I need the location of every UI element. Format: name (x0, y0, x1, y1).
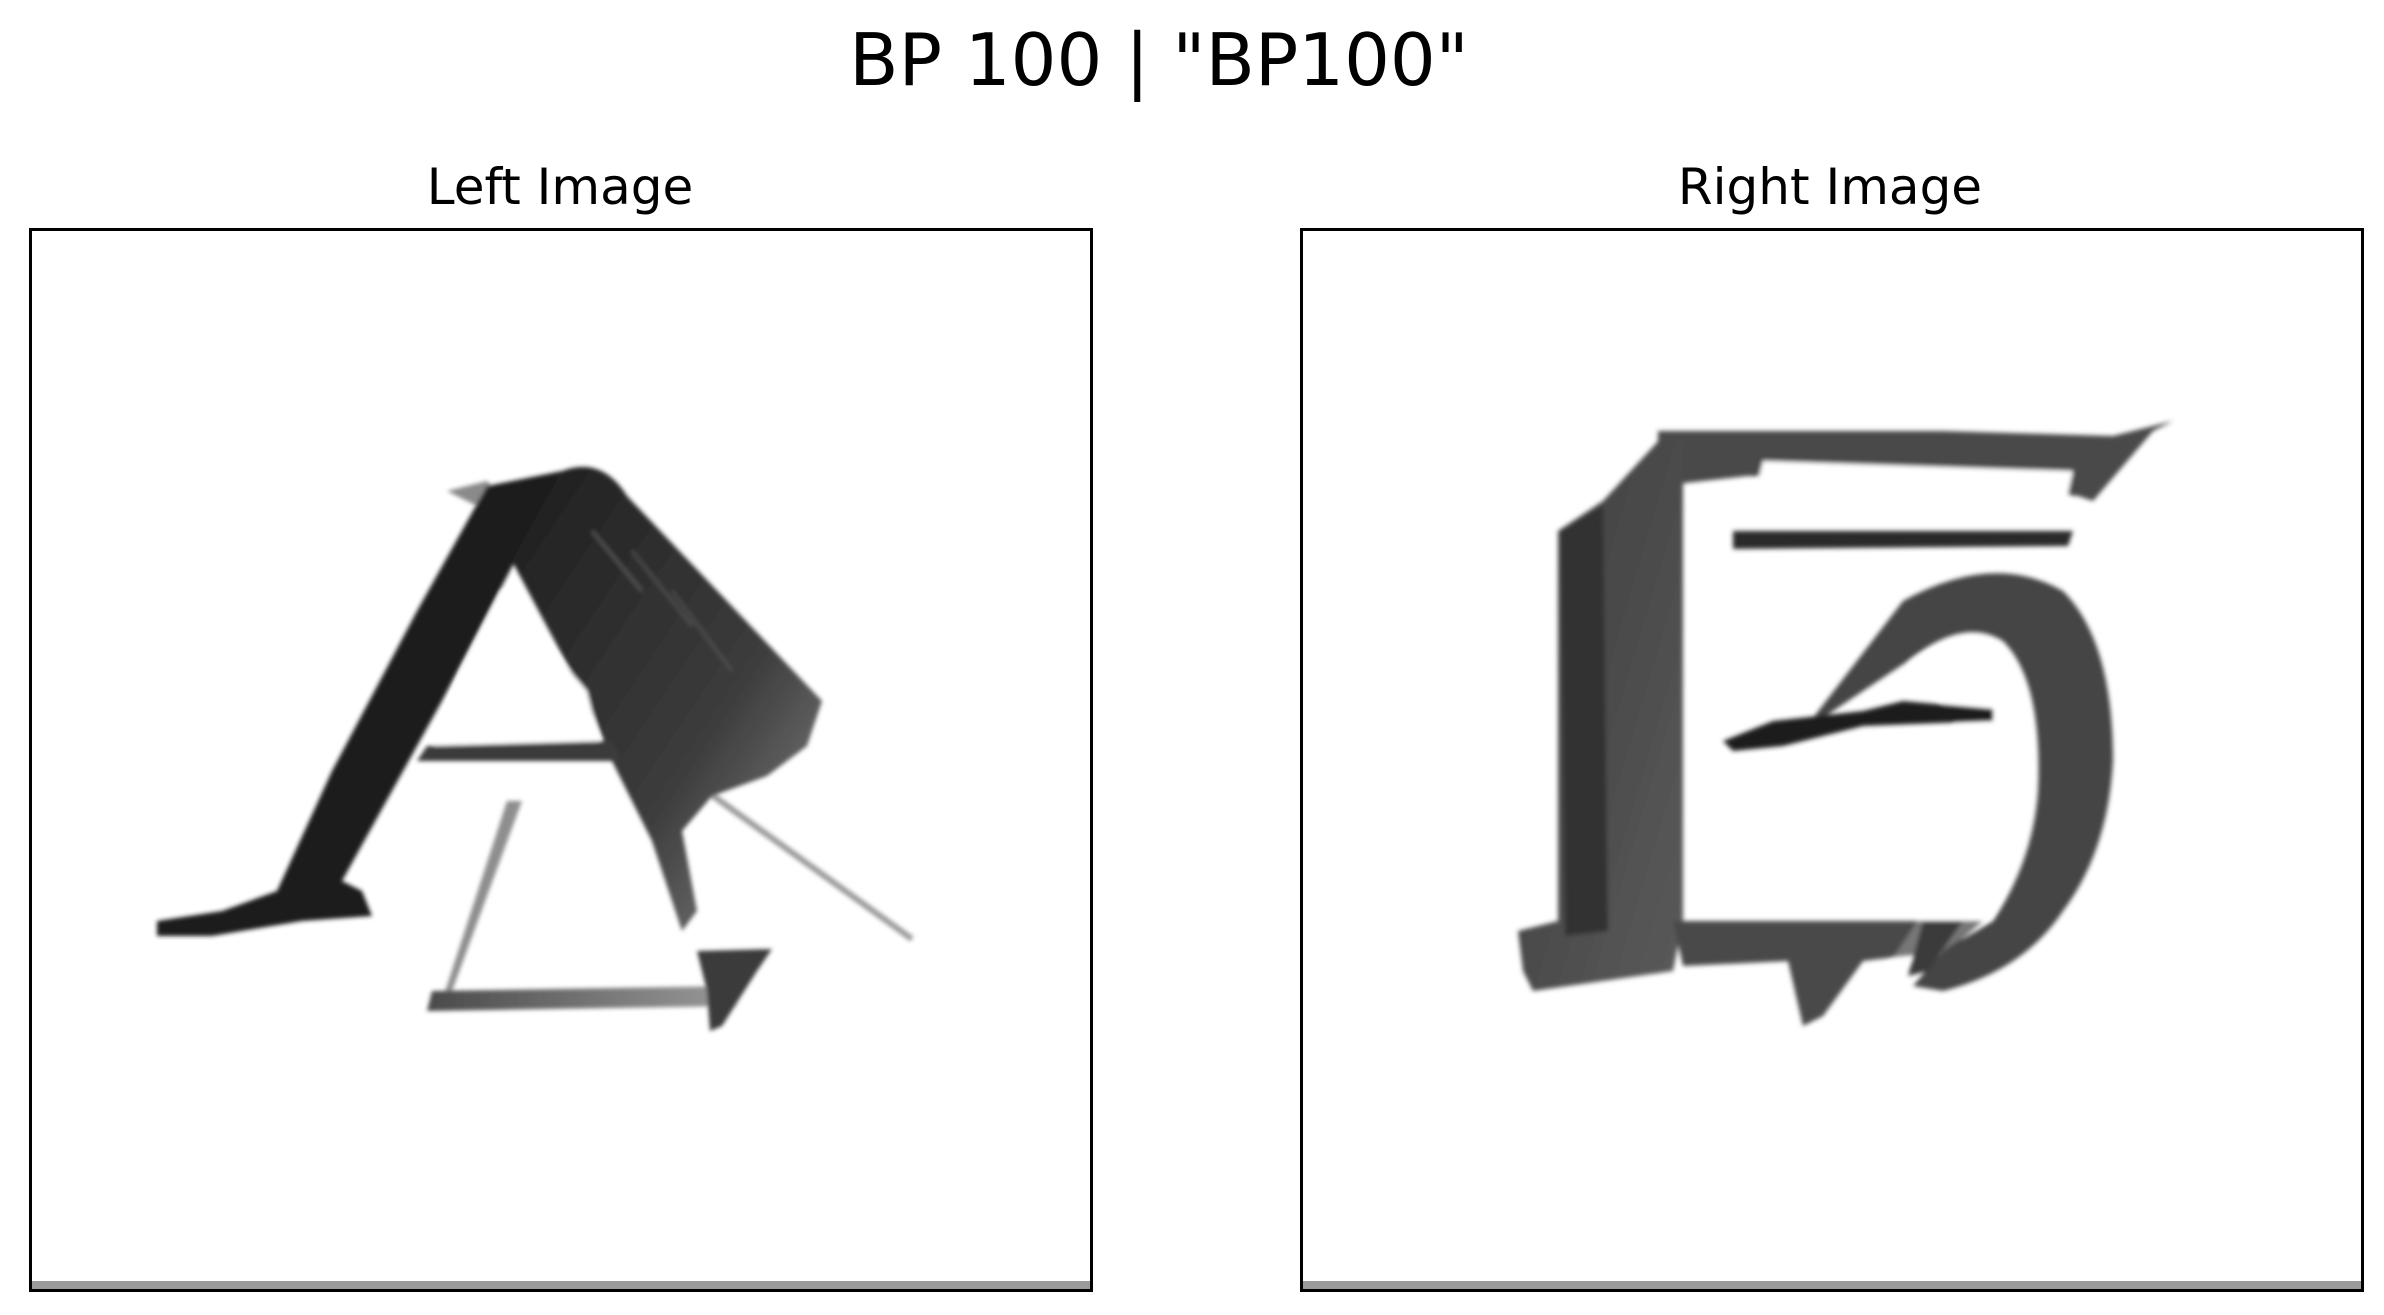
left-panel-title: Left Image (426, 158, 694, 216)
bottom-edge-shade (32, 1281, 1090, 1289)
letter-g-icon (1303, 421, 2361, 1289)
left-image-panel (29, 228, 1093, 1292)
right-image-panel (1300, 228, 2364, 1292)
letter-a-icon (32, 466, 1090, 1289)
bottom-edge-shade (1303, 1281, 2361, 1289)
figure-title: BP 100 | "BP100" (849, 18, 1469, 102)
right-panel-title: Right Image (1677, 158, 1983, 216)
